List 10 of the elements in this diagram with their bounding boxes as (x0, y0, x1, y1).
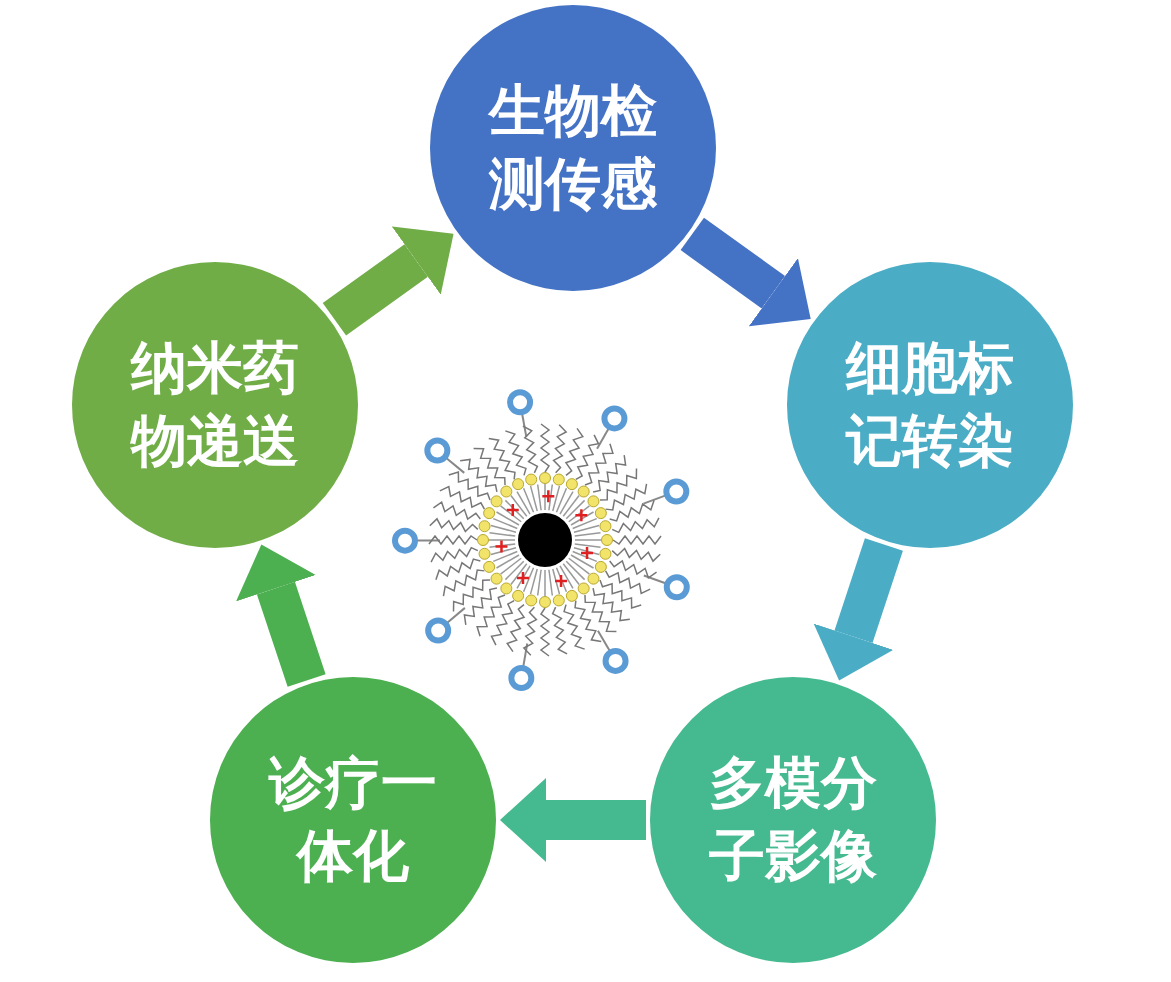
block-arrow (680, 217, 811, 327)
node-label: 细胞标记转染 (844, 334, 1015, 475)
node-label: 纳米药物递送 (129, 334, 300, 475)
node-label: 多模分子影像 (708, 749, 878, 890)
node-label: 诊疗一体化 (267, 749, 438, 890)
node-label: 生物检测传感 (487, 77, 658, 218)
block-arrow (322, 226, 454, 336)
block-arrow (500, 778, 646, 862)
block-arrow (236, 544, 326, 687)
block-arrow (813, 538, 903, 681)
